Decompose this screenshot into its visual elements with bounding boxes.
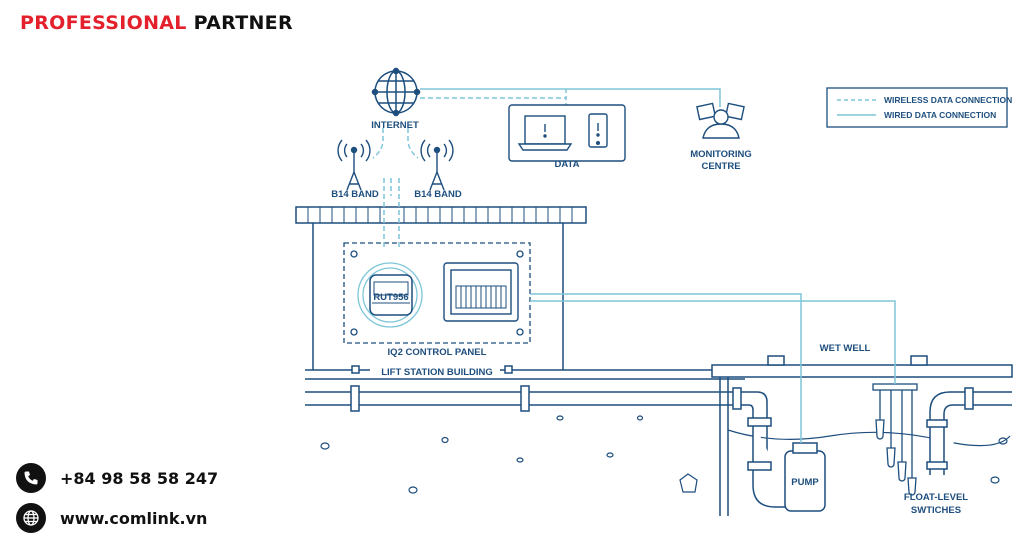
laptop-icon <box>517 115 573 151</box>
internet-label: INTERNET <box>371 120 419 131</box>
inlet-pipes <box>926 387 1012 475</box>
antenna-left-icon <box>337 139 371 191</box>
building-label: LIFT STATION BUILDING <box>381 367 493 378</box>
monitoring-centre-icon <box>696 102 745 139</box>
phone-icon <box>16 463 46 493</box>
float-switches-label-1: FLOAT-LEVEL <box>904 492 968 503</box>
contact-website-url[interactable]: www.comlink.vn <box>60 508 208 528</box>
data-devices <box>508 104 626 162</box>
wireless-connections <box>372 97 566 248</box>
control-panel-label: IQ2 CONTROL PANEL <box>388 347 487 358</box>
brand-title: PROFESSIONAL PARTNER <box>20 12 293 34</box>
phone-icon <box>588 113 608 148</box>
band-right-label: B14 BAND <box>414 189 462 200</box>
float-switches-label-2: SWTICHES <box>911 505 961 516</box>
band-left-label: B14 BAND <box>331 189 379 200</box>
brand-title-main: PARTNER <box>193 12 293 34</box>
ground-stones <box>320 415 1008 494</box>
router-label: RUT956 <box>373 292 408 303</box>
wired-connections <box>420 88 896 443</box>
breaker-box <box>443 262 519 322</box>
building-roof <box>295 206 587 224</box>
monitoring-label-1: MONITORING <box>690 149 752 160</box>
globe-icon <box>371 67 421 117</box>
brand-title-accent: PROFESSIONAL <box>20 12 187 34</box>
pump-pipework: PUMP <box>732 387 826 512</box>
wet-well-label: WET WELL <box>820 343 871 354</box>
wet-well <box>711 355 1013 516</box>
building-walls <box>312 223 564 370</box>
pump-label: PUMP <box>791 477 819 488</box>
contact-phone: +84 98 58 58 247 <box>16 463 218 493</box>
legend: WIRELESS DATA CONNECTION WIRED DATA CONN… <box>826 87 1012 128</box>
legend-wired-label: WIRED DATA CONNECTION <box>884 110 996 120</box>
data-label: DATA <box>555 159 580 170</box>
legend-wireless-label: WIRELESS DATA CONNECTION <box>884 95 1012 105</box>
monitoring-label-2: CENTRE <box>701 161 740 172</box>
floor-rails <box>305 365 745 412</box>
router-rut956: RUT956 <box>357 262 423 328</box>
contact-website: www.comlink.vn <box>16 503 207 533</box>
float-level-switches <box>872 383 918 496</box>
antenna-right-icon <box>420 139 454 191</box>
contact-phone-number: +84 98 58 58 247 <box>60 468 219 488</box>
control-panel: RUT956 IQ2 CONTROL PANEL <box>343 242 531 358</box>
globe-icon <box>16 503 46 533</box>
